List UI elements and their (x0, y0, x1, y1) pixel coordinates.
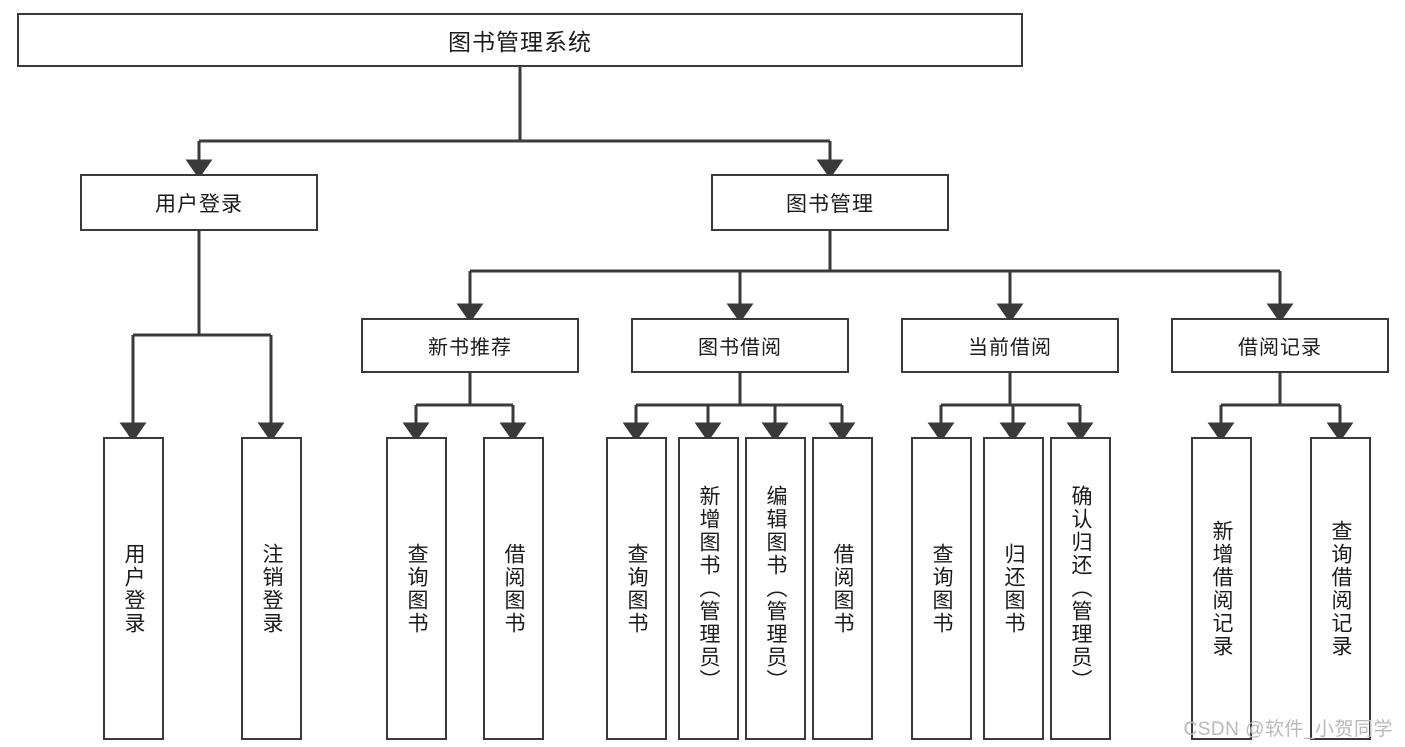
node-level2-new-book-recommendation[interactable]: 新书推荐 (361, 318, 579, 373)
node-leaf-add-borrow-record-label: 新增借阅记录 (1210, 519, 1233, 658)
node-leaf-confirm-return-admin-label: 确认归还（管理员） (1069, 485, 1092, 692)
node-leaf-logout-label: 注销登录 (260, 542, 283, 635)
node-leaf-query-books-current[interactable]: 查询图书 (911, 437, 972, 740)
node-level2-book-borrowing[interactable]: 图书借阅 (631, 318, 849, 373)
node-level1-user-login[interactable]: 用户登录 (80, 174, 318, 231)
node-leaf-query-books-new[interactable]: 查询图书 (386, 437, 447, 740)
node-leaf-query-borrow-record-label: 查询借阅记录 (1329, 519, 1352, 658)
node-root[interactable]: 图书管理系统 (17, 13, 1023, 67)
node-leaf-borrow-books-new-label: 借阅图书 (502, 542, 525, 635)
node-leaf-add-book-admin-label: 新增图书（管理员） (697, 485, 720, 692)
node-leaf-add-book-admin[interactable]: 新增图书（管理员） (678, 437, 739, 740)
node-leaf-query-books-borrow[interactable]: 查询图书 (606, 437, 667, 740)
node-leaf-edit-book-admin[interactable]: 编辑图书（管理员） (745, 437, 806, 740)
node-leaf-query-books-current-label: 查询图书 (930, 542, 953, 635)
node-level2-book-borrowing-label: 图书借阅 (698, 337, 782, 359)
node-leaf-query-books-borrow-label: 查询图书 (625, 542, 648, 635)
node-level1-user-login-label: 用户登录 (155, 192, 243, 216)
node-leaf-return-book[interactable]: 归还图书 (983, 437, 1044, 740)
node-leaf-user-login[interactable]: 用户登录 (103, 437, 164, 740)
node-root-label: 图书管理系统 (448, 29, 592, 55)
node-leaf-return-book-label: 归还图书 (1002, 542, 1025, 635)
node-level2-current-borrowing-label: 当前借阅 (968, 337, 1052, 359)
node-level2-borrowing-records[interactable]: 借阅记录 (1171, 318, 1389, 373)
node-level1-book-management-label: 图书管理 (786, 192, 874, 216)
node-leaf-add-borrow-record[interactable]: 新增借阅记录 (1191, 437, 1252, 740)
node-leaf-edit-book-admin-label: 编辑图书（管理员） (764, 485, 787, 692)
node-leaf-query-books-new-label: 查询图书 (405, 542, 428, 635)
node-leaf-borrow-books-new[interactable]: 借阅图书 (483, 437, 544, 740)
node-level2-borrowing-records-label: 借阅记录 (1238, 337, 1322, 359)
node-leaf-user-login-label: 用户登录 (122, 542, 145, 635)
node-level1-book-management[interactable]: 图书管理 (711, 174, 949, 231)
watermark: CSDN @软件_小贺同学 (1183, 719, 1393, 740)
node-level2-new-book-recommendation-label: 新书推荐 (428, 337, 512, 359)
node-level2-current-borrowing[interactable]: 当前借阅 (901, 318, 1119, 373)
node-leaf-confirm-return-admin[interactable]: 确认归还（管理员） (1050, 437, 1111, 740)
node-leaf-lend-book-label: 借阅图书 (831, 542, 854, 635)
node-leaf-query-borrow-record[interactable]: 查询借阅记录 (1310, 437, 1371, 740)
node-leaf-lend-book[interactable]: 借阅图书 (812, 437, 873, 740)
node-leaf-logout[interactable]: 注销登录 (241, 437, 302, 740)
